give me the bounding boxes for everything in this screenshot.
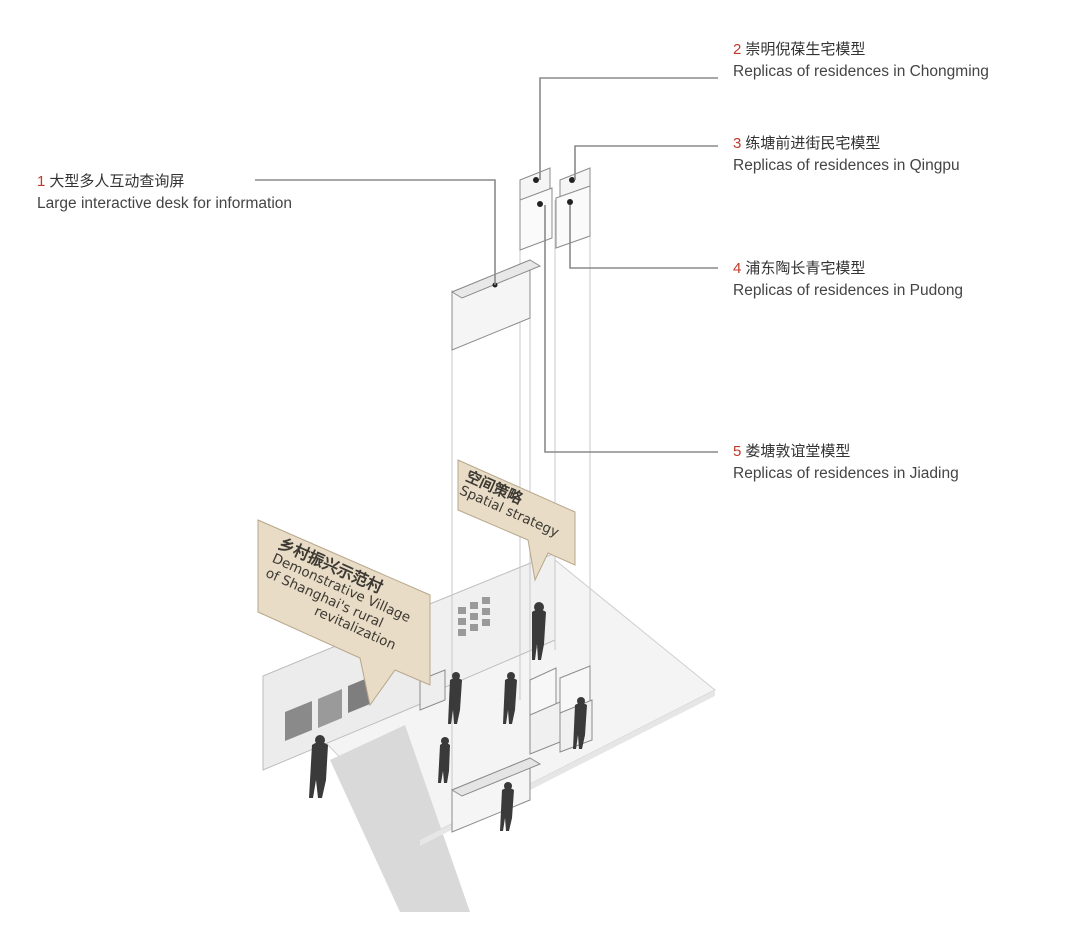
callout-2-title: 崇明倪葆生宅模型 [745,40,866,58]
callout-3-number: 3 [733,135,742,152]
visitor-figures [309,602,587,831]
callout-4-subtitle: Replicas of residences in Pudong [733,281,964,299]
callout-2-subtitle: Replicas of residences in Chongming [733,62,989,80]
spatial-sign-bubble [457,459,576,582]
strategy-panel [458,597,490,636]
wall-posters [285,677,370,741]
callout-3-subtitle: Replicas of residences in Qingpu [733,156,960,174]
callout-1-number: 1 [37,173,46,190]
callout-5-number: 5 [733,443,742,460]
floor-displays [419,665,593,833]
interactive-desk-model [450,259,542,351]
corridor-shadow [330,725,470,912]
callout-4-title: 浦东陶长青宅模型 [745,259,866,277]
callout-4-number: 4 [733,260,742,277]
callout-2-number: 2 [733,41,742,58]
callout-5-subtitle: Replicas of residences in Jiading [733,464,959,482]
village-sign-bubble [257,519,431,707]
residence-models [519,167,591,251]
callout-3-title: 练塘前进街民宅模型 [745,134,881,152]
callout-1-title: 大型多人互动查询屏 [49,172,185,190]
callout-5-title: 娄塘敦谊堂模型 [745,442,851,460]
leader-lines [255,77,718,453]
callout-1-subtitle: Large interactive desk for information [37,194,293,212]
